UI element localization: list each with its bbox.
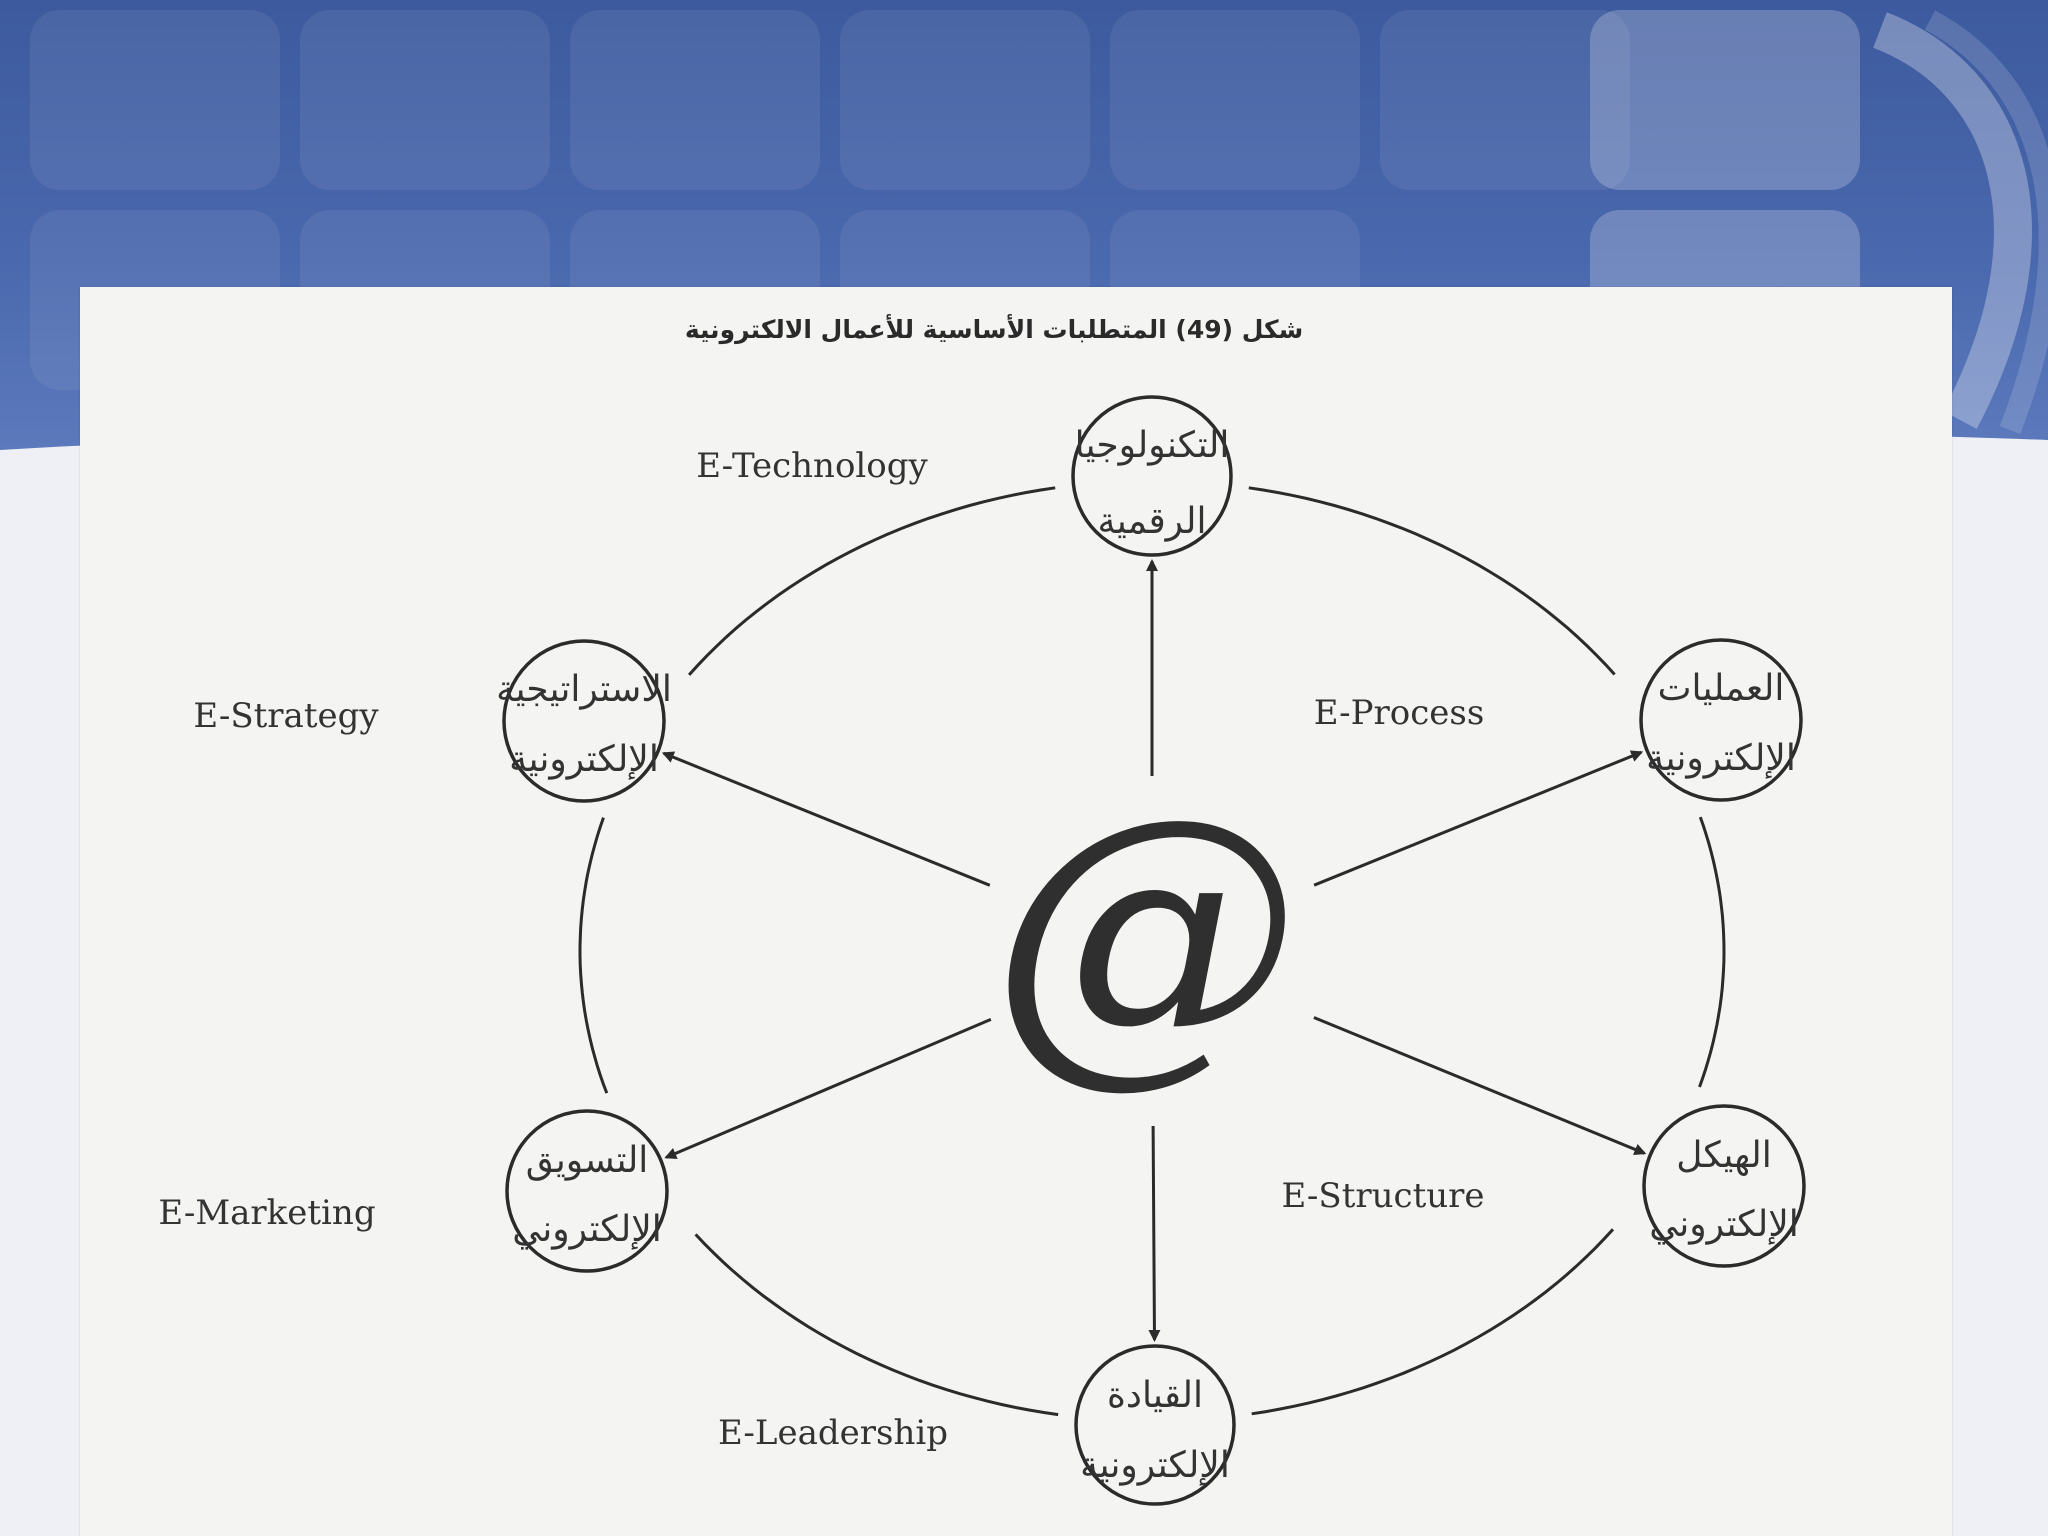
node-leadership: القيادة الإلكترونية E-Leadership — [718, 1344, 1236, 1506]
node-marketing-line2: الإلكتروني — [512, 1209, 662, 1250]
node-strategy-circle — [502, 639, 666, 803]
node-process-circle — [1639, 638, 1803, 802]
arrow-spoke — [661, 751, 991, 887]
node-technology-circle — [1071, 395, 1233, 557]
label-e-structure: E-Structure — [1281, 1176, 1484, 1216]
node-process-line2: الإلكترونية — [1646, 738, 1796, 779]
ring-arc-segment — [694, 1233, 1059, 1417]
node-process: العمليات الإلكترونية E-Process — [1314, 638, 1803, 802]
node-leadership-circle — [1074, 1344, 1236, 1506]
arrow-spoke — [1148, 1125, 1161, 1342]
node-leadership-line1: القيادة — [1107, 1375, 1203, 1416]
arrow-spoke — [1313, 1016, 1647, 1156]
node-structure-circle — [1642, 1104, 1806, 1268]
label-e-process: E-Process — [1314, 693, 1485, 733]
node-marketing-line1: التسويق — [526, 1140, 649, 1181]
node-technology-line2: الرقمية — [1097, 501, 1206, 542]
ring-arc-segment — [687, 486, 1056, 676]
node-marketing-circle — [505, 1109, 669, 1273]
ring-arc-segment — [1698, 816, 1726, 1088]
ring-arc-segment — [1251, 1228, 1615, 1416]
figure-panel: شكل (49) المتطلبات الأساسية للأعمال الال… — [80, 287, 1952, 1536]
outer-ring — [578, 486, 1726, 1417]
label-e-leadership: E-Leadership — [718, 1413, 948, 1453]
node-process-line1: العمليات — [1658, 668, 1785, 709]
label-e-strategy: E-Strategy — [193, 696, 379, 736]
node-marketing: التسويق الإلكتروني E-Marketing — [158, 1109, 669, 1273]
node-structure-line2: الإلكتروني — [1649, 1204, 1799, 1245]
node-technology: التكنولوجيا الرقمية E-Technology — [696, 395, 1233, 557]
at-sign-icon: @ — [991, 752, 1301, 1113]
arrow-spokes — [661, 559, 1647, 1342]
node-strategy: الاستراتيجية الإلكترونية E-Strategy — [193, 639, 672, 803]
node-strategy-line1: الاستراتيجية — [496, 669, 672, 710]
label-e-technology: E-Technology — [696, 446, 928, 486]
arrow-spoke — [1313, 750, 1644, 887]
node-leadership-line2: الإلكترونية — [1080, 1445, 1230, 1486]
node-structure: الهيكل الإلكتروني E-Structure — [1281, 1104, 1806, 1268]
ring-arc-segment — [578, 817, 609, 1094]
ring-arc-segment — [1248, 486, 1616, 676]
figure-caption: شكل (49) المتطلبات الأساسية للأعمال الال… — [685, 314, 1303, 345]
label-e-marketing: E-Marketing — [158, 1193, 375, 1233]
e-business-requirements-diagram: شكل (49) المتطلبات الأساسية للأعمال الال… — [158, 314, 1806, 1506]
node-technology-line1: التكنولوجيا — [1075, 425, 1230, 466]
node-structure-line1: الهيكل — [1676, 1135, 1772, 1176]
arrow-spoke — [664, 1018, 992, 1160]
node-strategy-line2: الإلكترونية — [509, 739, 659, 780]
